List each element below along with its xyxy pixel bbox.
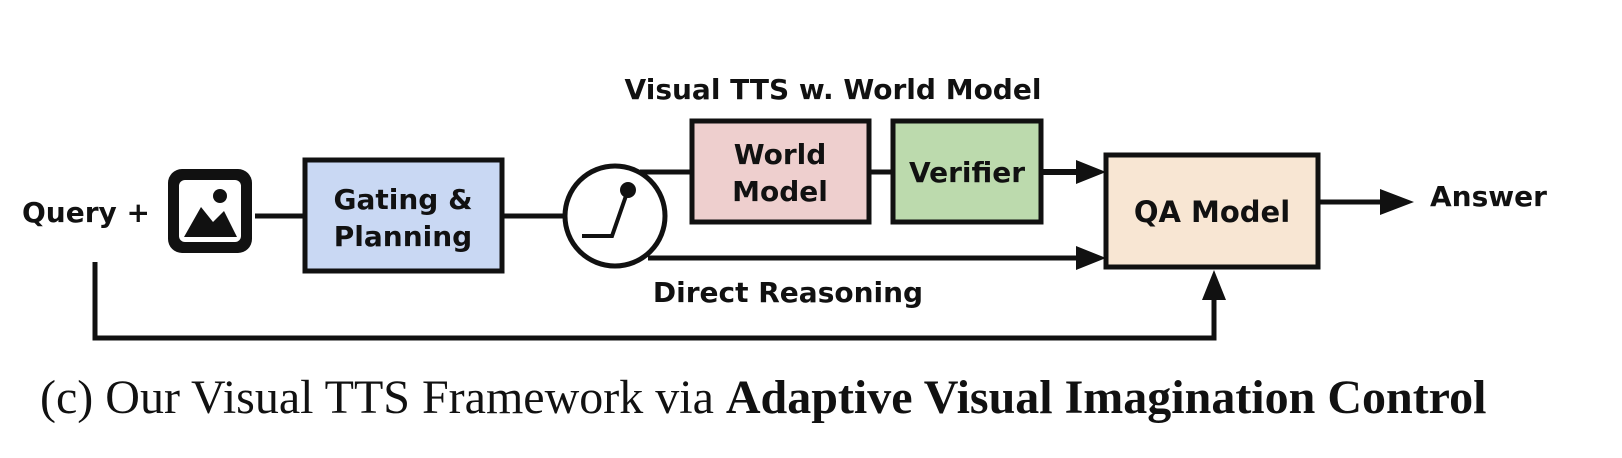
figure-caption: (c) Our Visual TTS Framework via Adaptiv…	[40, 370, 1486, 425]
query-label: Query +	[22, 196, 150, 229]
direct-reasoning-label: Direct Reasoning	[653, 276, 923, 309]
gating-label-line1: Gating &	[333, 183, 472, 216]
arrow-direct-to-qa	[1076, 246, 1106, 270]
world-model-box	[689, 118, 872, 225]
qa-model-label: QA Model	[1134, 195, 1290, 229]
world-model-label-line2: Model	[732, 175, 828, 208]
caption-prefix: (c) Our Visual TTS Framework via	[40, 371, 726, 424]
image-icon	[168, 169, 252, 253]
caption-emphasis: Adaptive Visual Imagination Control	[725, 371, 1487, 424]
verifier-label: Verifier	[909, 156, 1025, 189]
verifier-box	[890, 118, 1044, 225]
wire-query-bypass	[92, 262, 1217, 341]
world-model-label-line1: World	[734, 138, 827, 171]
answer-label: Answer	[1430, 180, 1547, 213]
qa-model-box	[1103, 152, 1321, 270]
switch-icon	[562, 163, 668, 269]
arrow-verifier-to-qa	[1041, 160, 1106, 184]
branch-title: Visual TTS w. World Model	[625, 73, 1042, 106]
arrow-to-answer	[1380, 189, 1414, 215]
gating-label-line2: Planning	[334, 220, 472, 253]
gating-planning-box	[302, 157, 505, 274]
arrow-query-to-qa	[1202, 270, 1226, 300]
